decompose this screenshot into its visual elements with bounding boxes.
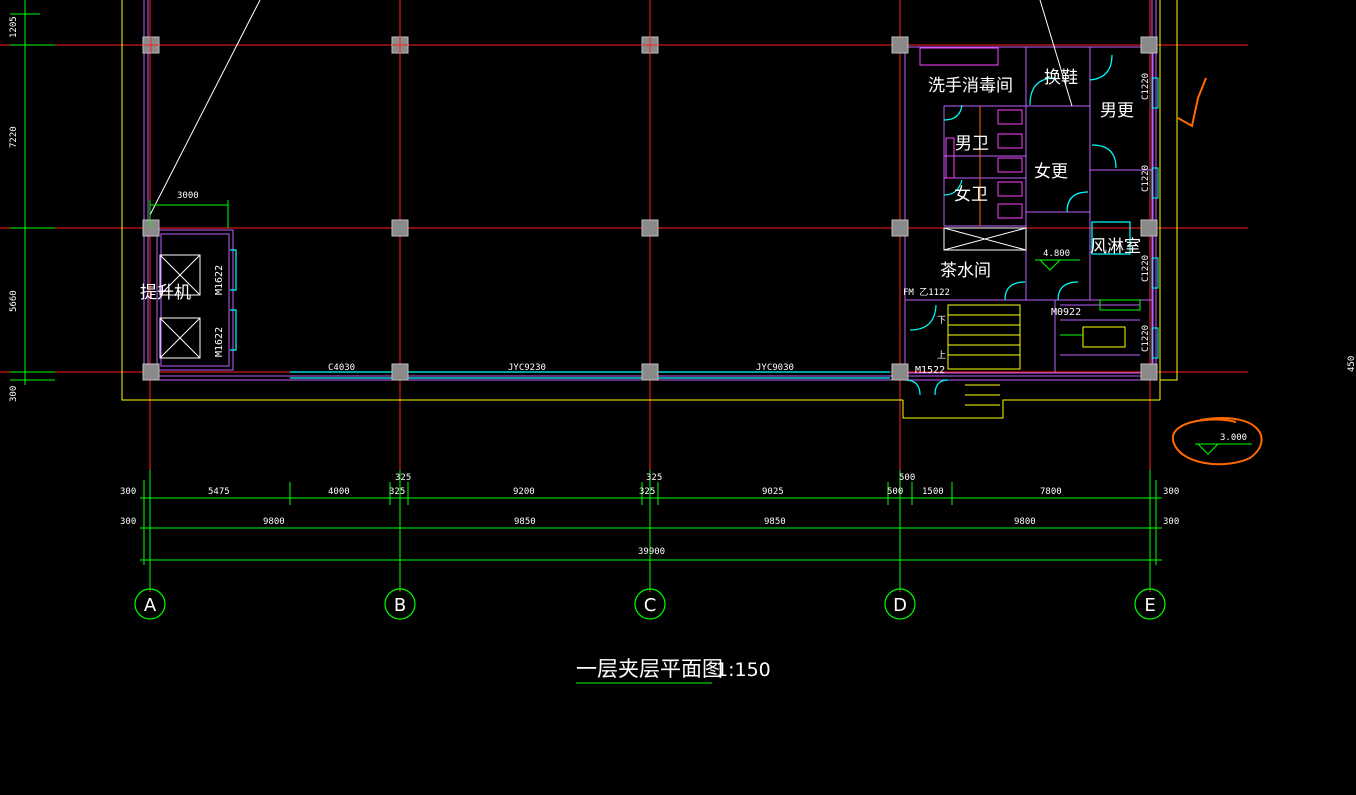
toilet-fixtures: [945, 109, 1023, 219]
axis-label-d: D: [893, 595, 907, 616]
row2-dim: 300: [120, 517, 136, 527]
row1-dim: 4000: [328, 487, 350, 497]
total-dim: 39900: [638, 547, 665, 557]
room-female-change: 女更: [1034, 162, 1068, 182]
window-tag-c1220-a: C1220: [1141, 73, 1151, 100]
lift-shafts: [159, 254, 201, 359]
left-dim-3: 5660: [9, 290, 19, 312]
axis-label-b: B: [394, 595, 406, 616]
axis-bubbles: [134, 588, 1166, 620]
stair-up-mark: 上: [937, 350, 946, 361]
left-dim-4: 300: [9, 386, 19, 402]
row2-dim: 9800: [1014, 517, 1036, 527]
window-tag-c4030: C4030: [328, 363, 355, 373]
row1-dim: 500: [887, 487, 903, 497]
lift-width-dim: 3000: [177, 191, 199, 201]
door-tag-m0922: M0922: [1051, 307, 1081, 318]
leader-lines: [149, 0, 1073, 216]
grid-lines: [0, 0, 1248, 592]
window-tag-c1220-b: C1220: [1141, 165, 1151, 192]
room-male-wc: 男卫: [955, 134, 989, 154]
room-air-shower: 风淋室: [1090, 237, 1141, 257]
room-female-wc: 女卫: [954, 185, 988, 205]
row2-dim: 300: [1163, 517, 1179, 527]
left-dim-2: 7220: [9, 126, 19, 148]
door-tag-m1622-a: M1622: [214, 265, 225, 295]
room-shoe-change: 换鞋: [1044, 68, 1078, 88]
drawing-title: 一层夹层平面图: [576, 657, 723, 681]
room-tea-room: 茶水间: [940, 261, 991, 281]
drawing-scale: 1:150: [716, 659, 771, 681]
row1-dim: 9200: [513, 487, 535, 497]
dimension-lines: [10, 0, 1162, 684]
elevation-annotated: 3.000: [1220, 433, 1247, 443]
row2-dim: 9850: [514, 517, 536, 527]
door-tag-m1522: M1522: [915, 365, 945, 376]
doors: [230, 54, 1131, 396]
right-edge-dim: 450: [1347, 356, 1356, 372]
window-tag-jyc9230: JYC9230: [508, 363, 546, 373]
elevation-interior: 4.800: [1043, 249, 1070, 259]
door-tag-fm: FM 乙1122: [903, 287, 950, 298]
orange-annotations: [1171, 77, 1263, 466]
row1-dim: 300: [1163, 487, 1179, 497]
top-dim-d: 500: [899, 473, 915, 483]
counter: [943, 227, 1027, 251]
row1-dim: 300: [120, 487, 136, 497]
row1-dim: 9025: [762, 487, 784, 497]
room-lift: 提升机: [140, 283, 191, 303]
column-crosses: [143, 37, 658, 53]
row1-dim: 7800: [1040, 487, 1062, 497]
axis-label-e: E: [1144, 595, 1155, 616]
axis-label-a: A: [144, 595, 157, 616]
row1-dim: 325: [389, 487, 405, 497]
row1-dim: 5475: [208, 487, 230, 497]
windows-right: [1151, 77, 1159, 359]
row2-dim: 9850: [764, 517, 786, 527]
window-tag-c1220-d: C1220: [1141, 325, 1151, 352]
row2-dim: 9800: [263, 517, 285, 527]
stair-down-mark: 下: [937, 316, 946, 326]
stair-hatch: [1060, 299, 1141, 336]
room-hand-wash: 洗手消毒间: [928, 76, 1013, 96]
window-tag-c1220-c: C1220: [1141, 255, 1151, 282]
outer-boundary: [121, 0, 1178, 419]
row1-dim: 1500: [922, 487, 944, 497]
room-male-change: 男更: [1100, 101, 1134, 121]
left-dim-1: 1205: [9, 16, 19, 38]
window-tag-jyc9030: JYC9030: [756, 363, 794, 373]
stairs: [947, 304, 1140, 406]
top-dim-c: 325: [646, 473, 662, 483]
axis-label-c: C: [644, 595, 657, 616]
top-dim-b: 325: [395, 473, 411, 483]
door-tag-m1622-b: M1622: [214, 327, 225, 357]
row1-dim: 325: [639, 487, 655, 497]
elevation-symbols: [1035, 259, 1252, 455]
